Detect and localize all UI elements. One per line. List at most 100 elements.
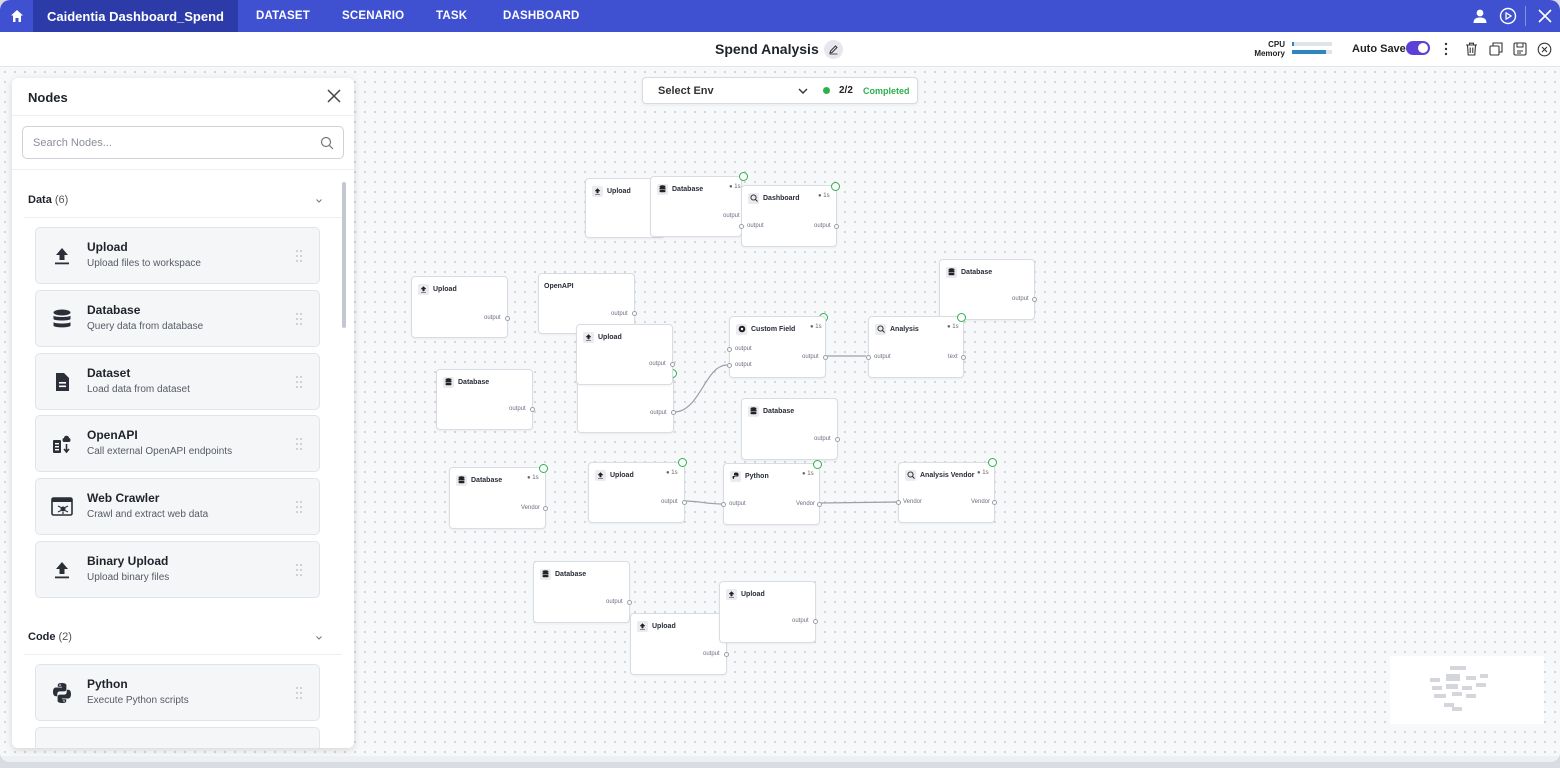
tab-task[interactable]: TASK: [436, 10, 468, 22]
drag-handle-icon[interactable]: [295, 312, 303, 326]
output-port[interactable]: [835, 437, 840, 442]
node-item-partial[interactable]: [35, 727, 320, 748]
output-port[interactable]: [671, 410, 676, 415]
flow-node-database[interactable]: Database ● 1s Vendor: [449, 467, 548, 529]
output-port[interactable]: [961, 355, 966, 360]
output-port[interactable]: [992, 500, 997, 505]
flow-node-custom-field[interactable]: Custom Field ● 1s output output output: [727, 316, 828, 378]
flow-node-title: Upload: [652, 622, 676, 630]
flow-node-dashboard[interactable]: Dashboard ● 1s output output: [739, 185, 839, 247]
section-data[interactable]: Data(6): [28, 194, 68, 206]
flow-node-title: Database: [961, 268, 993, 276]
duplicate-button[interactable]: [1487, 40, 1505, 58]
flow-node-upload[interactable]: Upload output: [630, 613, 729, 675]
run-time-value: 1s: [952, 324, 959, 330]
node-item-desc: Crawl and extract web data: [87, 509, 209, 520]
flow-node-python[interactable]: Python ● 1s output Vendor: [721, 463, 822, 525]
home-button[interactable]: [0, 0, 33, 32]
node-item-web-crawler[interactable]: Web Crawler Crawl and extract web data: [35, 478, 320, 535]
chevron-down-icon[interactable]: [314, 196, 324, 206]
input-port[interactable]: [727, 363, 732, 368]
output-port[interactable]: [817, 502, 822, 507]
upload-icon: [55, 562, 69, 579]
env-selector[interactable]: Select Env 2/2 Completed: [642, 77, 918, 104]
run-status: Completed: [863, 86, 910, 96]
tab-dataset[interactable]: DATASET: [256, 10, 310, 22]
cpu-meter-fill: [1292, 42, 1294, 46]
input-port[interactable]: [866, 355, 871, 360]
flow-node-upload[interactable]: Upload output: [719, 581, 818, 643]
flow-node-header: Database: [540, 568, 586, 580]
output-port[interactable]: [627, 600, 632, 605]
flow-node-upload[interactable]: Upload output: [411, 276, 510, 338]
run-time: ● 1s: [810, 324, 822, 330]
edge: [673, 364, 728, 413]
node-item-binary-upload[interactable]: Binary Upload Upload binary files: [35, 541, 320, 598]
drag-handle-icon[interactable]: [295, 686, 303, 700]
search-icon[interactable]: [320, 136, 334, 150]
node-item-database[interactable]: Database Query data from database: [35, 290, 320, 347]
drag-handle-icon[interactable]: [295, 437, 303, 451]
output-port[interactable]: [682, 500, 687, 505]
output-port[interactable]: [1032, 297, 1037, 302]
chevron-down-icon[interactable]: [797, 86, 809, 96]
close-app-button[interactable]: [1533, 4, 1557, 28]
output-port[interactable]: [505, 316, 510, 321]
flow-node-analysis-vendor[interactable]: Analysis Vendor ● 1s Vendor Vendor: [896, 462, 997, 523]
output-port-label: text: [948, 354, 958, 360]
output-port[interactable]: [823, 355, 828, 360]
flow-node-upload[interactable]: Upload output: [576, 324, 675, 385]
save-button[interactable]: [1511, 40, 1529, 58]
node-item-python[interactable]: Python Execute Python scripts: [35, 664, 320, 721]
flow-node-database[interactable]: Database output: [939, 259, 1037, 320]
flow-node-upload[interactable]: Upload ● 1s output: [588, 462, 687, 523]
input-port[interactable]: [896, 500, 901, 505]
close-panel-icon[interactable]: [324, 86, 344, 106]
section-count: (2): [58, 631, 72, 643]
output-port[interactable]: [632, 311, 637, 316]
user-button[interactable]: [1468, 4, 1492, 28]
minimap[interactable]: [1390, 656, 1544, 724]
node-item-upload[interactable]: Upload Upload files to workspace: [35, 227, 320, 284]
chevron-down-icon[interactable]: [314, 633, 324, 643]
output-port[interactable]: [543, 506, 548, 511]
home-icon: [10, 10, 23, 22]
search-input[interactable]: [23, 127, 313, 158]
run-time: ● 1s: [818, 193, 830, 199]
autosave-toggle[interactable]: [1406, 41, 1430, 55]
drag-handle-icon[interactable]: [295, 375, 303, 389]
node-item-dataset[interactable]: Dataset Load data from dataset: [35, 353, 320, 410]
drag-handle-icon[interactable]: [295, 500, 303, 514]
run-time: ● 1s: [729, 184, 741, 190]
input-port[interactable]: [727, 347, 732, 352]
output-port[interactable]: [530, 407, 535, 412]
flow-node-database[interactable]: Database ● 1s output: [650, 176, 742, 237]
node-item-name: Python: [87, 677, 128, 691]
flow-node-database[interactable]: Database output: [741, 398, 840, 460]
flow-node-database[interactable]: Database output: [533, 561, 632, 623]
output-port[interactable]: [724, 652, 729, 657]
section-name: Code: [28, 631, 56, 643]
flow-node-database[interactable]: Database output: [436, 369, 535, 430]
flow-node-analysis[interactable]: Analysis ● 1s output text: [866, 316, 966, 378]
database-icon: [948, 268, 955, 276]
output-port[interactable]: [670, 362, 675, 367]
app-title[interactable]: Caidentia Dashboard_Spend: [33, 0, 238, 32]
section-code[interactable]: Code(2): [28, 631, 72, 643]
input-port[interactable]: [721, 502, 726, 507]
more-options-button[interactable]: [1437, 40, 1455, 58]
panel-scrollbar[interactable]: [342, 182, 346, 328]
close-workflow-button[interactable]: [1535, 40, 1553, 58]
tab-scenario[interactable]: SCENARIO: [342, 10, 405, 22]
run-button[interactable]: [1496, 4, 1520, 28]
output-port[interactable]: [834, 224, 839, 229]
node-item-openapi[interactable]: OpenAPI Call external OpenAPI endpoints: [35, 415, 320, 472]
input-port[interactable]: [739, 224, 744, 229]
tab-dashboard[interactable]: DASHBOARD: [503, 10, 580, 22]
drag-handle-icon[interactable]: [295, 249, 303, 263]
output-port[interactable]: [813, 619, 818, 624]
delete-button[interactable]: [1462, 40, 1480, 58]
play-circle-icon: [1499, 7, 1517, 25]
drag-handle-icon[interactable]: [295, 563, 303, 577]
edit-title-button[interactable]: [824, 40, 843, 59]
